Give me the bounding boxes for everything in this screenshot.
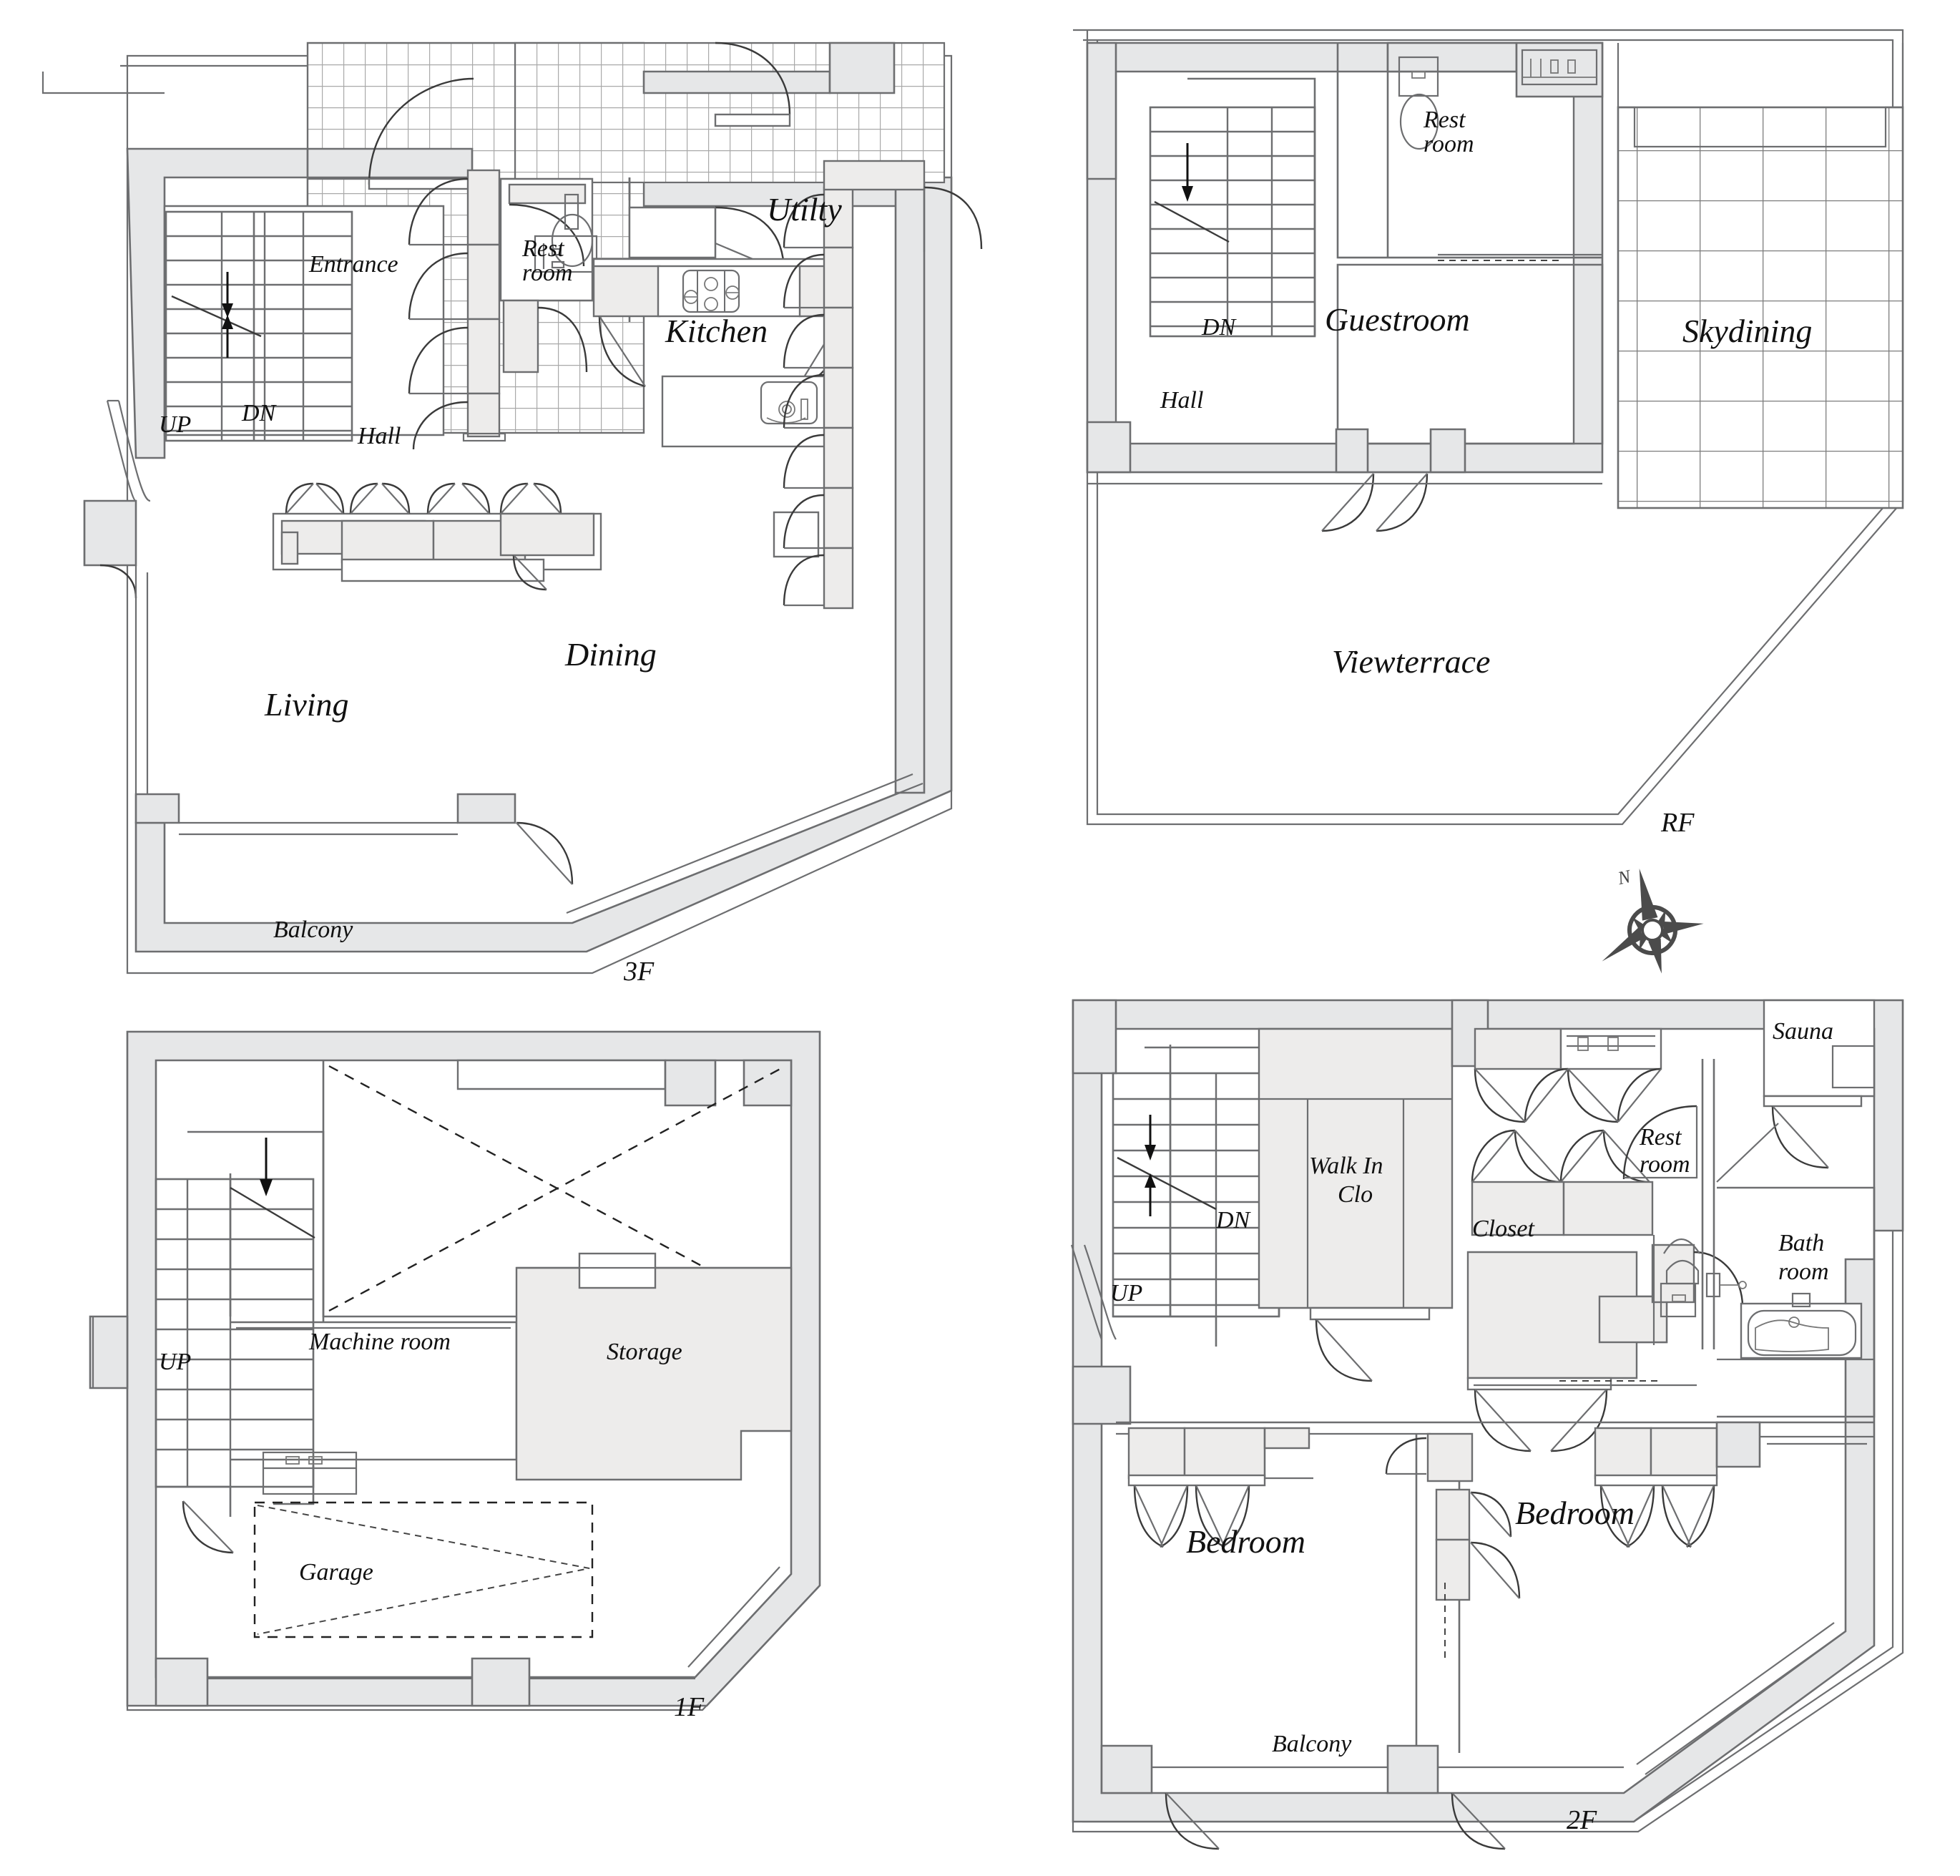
- bathtub-icon: [1740, 1292, 1863, 1359]
- label-entrance: Entrance: [308, 251, 398, 278]
- label-garage: Garage: [299, 1559, 373, 1586]
- compass-north-label: N: [1615, 866, 1634, 889]
- bathroom-2f: [1705, 1186, 1876, 1418]
- label-dining: Dining: [564, 636, 657, 673]
- label-bedroom-a: Bedroom: [1186, 1523, 1305, 1560]
- label-up-1f: UP: [159, 1349, 191, 1375]
- toilet-icon-rf: [1398, 56, 1439, 150]
- label-bedroom-b: Bedroom: [1515, 1495, 1635, 1531]
- floor-plan-rf: Rest room Guestroom Skydining Hall Viewt…: [1073, 29, 1904, 974]
- label-sauna: Sauna: [1773, 1018, 1833, 1045]
- label-viewterrace: Viewterrace: [1332, 643, 1490, 680]
- label-balcony-3f: Balcony: [273, 917, 353, 943]
- label-dn-3f: DN: [241, 400, 278, 426]
- label-floor-1f: 1F: [674, 1692, 705, 1722]
- label-up-2f: UP: [1110, 1280, 1142, 1306]
- sauna-2f: [1716, 999, 1876, 1183]
- sideboard-3f: [272, 482, 602, 591]
- hall-cabinets-3f: [408, 169, 588, 450]
- right-wall-cabinets-3f: [783, 160, 983, 610]
- label-living: Living: [264, 686, 349, 723]
- stove-icon: [682, 269, 740, 313]
- label-closet: Closet: [1472, 1216, 1535, 1242]
- label-floor-2f: 2F: [1567, 1805, 1597, 1835]
- stair-3f: [165, 210, 353, 442]
- compass-rose: N: [1602, 866, 1704, 974]
- label-restroom-3f-1: Rest: [521, 235, 565, 262]
- stair-2f: [1112, 1045, 1280, 1347]
- label-bathroom-2: room: [1778, 1259, 1829, 1285]
- machine-room-1f: [182, 1321, 518, 1554]
- label-storage: Storage: [607, 1339, 682, 1365]
- garage-1f: [253, 1501, 594, 1638]
- label-up-3f: UP: [159, 411, 191, 438]
- toilet-icon-2f: [1660, 1239, 1700, 1318]
- label-utility: Utilty: [767, 191, 842, 228]
- kitchen-island: [661, 375, 838, 448]
- label-hall-rf: Hall: [1160, 387, 1203, 414]
- label-restroom-2f-2: room: [1640, 1151, 1690, 1178]
- stair-1f: [155, 1130, 325, 1517]
- restroom-2f: [1474, 1059, 1715, 1387]
- label-floor-rf: RF: [1660, 808, 1695, 838]
- skydining-rf: [1617, 43, 1904, 509]
- label-restroom-3f-2: room: [522, 260, 573, 286]
- label-balcony-2f: Balcony: [1272, 1731, 1352, 1757]
- stair-rf: [1149, 77, 1316, 338]
- restroom-3f: [499, 177, 598, 302]
- label-skydining: Skydining: [1682, 313, 1812, 349]
- closet-2f: [1466, 1027, 1744, 1452]
- label-walkin-clo-1: Walk In: [1309, 1153, 1383, 1179]
- label-restroom-rf-1: Rest: [1423, 107, 1466, 133]
- restroom-rf: [1336, 41, 1604, 261]
- label-hall-3f: Hall: [357, 423, 401, 449]
- bedrooms-2f: [1116, 1421, 1874, 1775]
- label-walkin-clo-2: Clo: [1338, 1181, 1373, 1208]
- toilet-icon: [551, 193, 594, 268]
- walk-in-closet-2f: [1258, 999, 1489, 1382]
- label-dn-2f: DN: [1215, 1207, 1252, 1233]
- label-restroom-2f-1: Rest: [1639, 1124, 1682, 1150]
- side-table: [773, 511, 820, 558]
- floor-plan-1f: Machine room Machine room Storage Garage…: [89, 1030, 821, 1722]
- storage-1f: [515, 1252, 793, 1481]
- kitchen-3f: [592, 258, 847, 558]
- label-dn-rf: DN: [1201, 314, 1238, 341]
- label-guestroom: Guestroom: [1325, 301, 1470, 338]
- label-restroom-rf-2: room: [1424, 131, 1474, 157]
- label-bathroom-1: Bath: [1778, 1230, 1824, 1256]
- floor-plan-3f: Entrance Rest room Utilty Kitchen Hall D…: [41, 41, 983, 987]
- floor-plan-2f: Walk In Clo Closet Rest room Sauna Bath …: [1070, 999, 1904, 1850]
- label-floor-3f: 3F: [623, 957, 655, 987]
- label-machine-room-real: Machine room: [308, 1329, 451, 1355]
- label-kitchen: Kitchen: [665, 313, 768, 349]
